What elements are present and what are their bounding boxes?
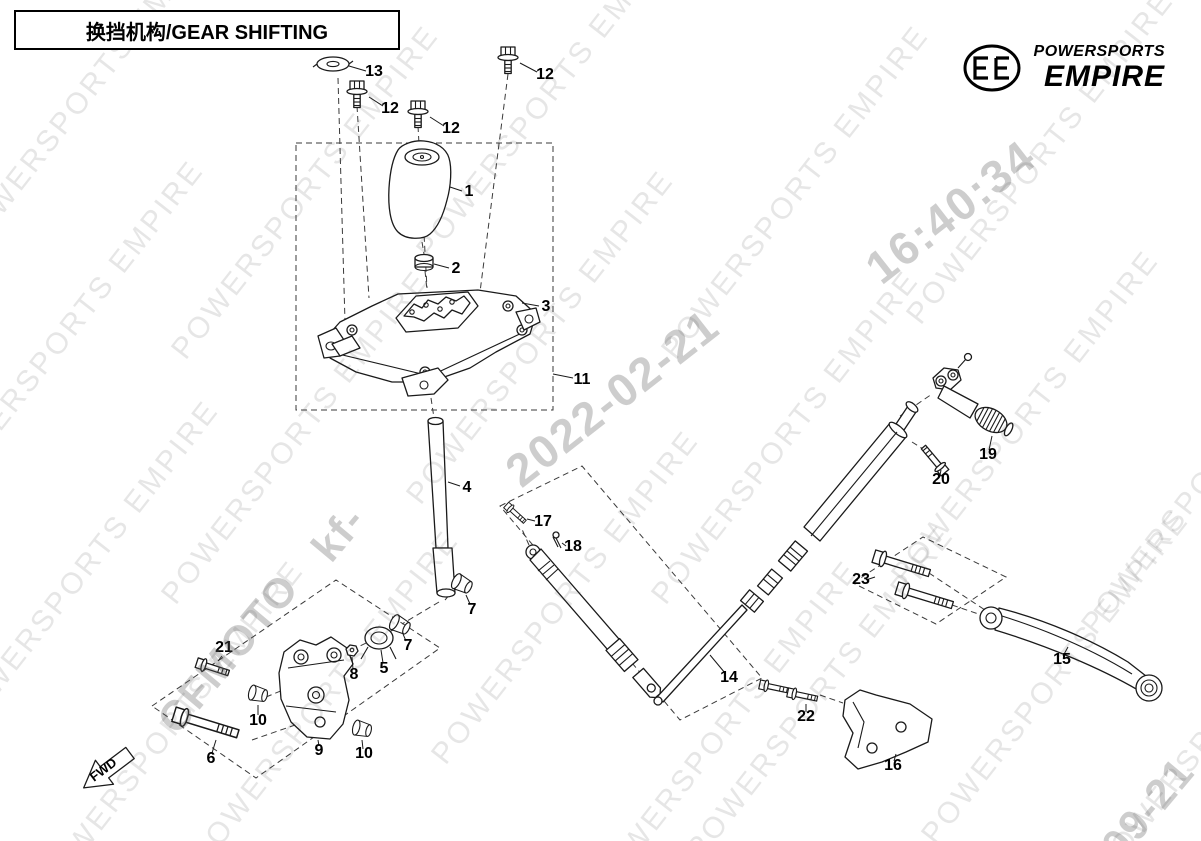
part-5-spring bbox=[360, 626, 397, 660]
callout-label: 23 bbox=[852, 571, 870, 588]
part-9-pivot-bracket bbox=[278, 636, 354, 740]
brand-text: POWERSPORTS EMPIRE bbox=[1034, 44, 1165, 92]
part-1-shift-knob bbox=[388, 140, 452, 239]
leader-lines bbox=[211, 62, 1069, 762]
callout-label: 22 bbox=[797, 708, 815, 725]
callout-label: 13 bbox=[365, 63, 383, 80]
callout-label: 16 bbox=[884, 757, 902, 774]
construction-lines bbox=[151, 73, 1008, 779]
part-8-nut bbox=[345, 644, 359, 657]
callout-label: 7 bbox=[404, 637, 413, 654]
callout-label: 18 bbox=[564, 538, 582, 555]
callout-label: 20 bbox=[932, 471, 950, 488]
callout-label: 9 bbox=[315, 742, 324, 759]
brand-logo: POWERSPORTS EMPIRE bbox=[960, 40, 1165, 96]
part-13-washer-plate bbox=[312, 56, 354, 72]
part-22-bolts bbox=[757, 678, 819, 705]
part-shift-rod bbox=[525, 544, 662, 699]
callout-label: 1 bbox=[465, 183, 474, 200]
part-19-shift-arm bbox=[932, 352, 1014, 437]
callout-label: 6 bbox=[207, 750, 216, 767]
callout-label: 10 bbox=[355, 745, 373, 762]
part-7-bushings bbox=[386, 571, 476, 638]
callout-label: 15 bbox=[1053, 651, 1071, 668]
callout-label: 2 bbox=[452, 260, 461, 277]
brand-line1: POWERSPORTS bbox=[1033, 43, 1165, 60]
part-6-long-bolt bbox=[170, 704, 242, 744]
callout-label: 11 bbox=[574, 371, 591, 388]
fwd-direction-arrow: FWD bbox=[83, 746, 135, 789]
page-title: 换挡机构/GEAR SHIFTING bbox=[85, 21, 329, 44]
part-18-pin bbox=[552, 531, 562, 549]
brand-line2: EMPIRE bbox=[1043, 60, 1165, 93]
part-2-nut bbox=[414, 253, 434, 272]
callout-label: 7 bbox=[468, 601, 477, 618]
callout-label: 4 bbox=[463, 479, 472, 496]
callout-label: 19 bbox=[979, 446, 997, 463]
title-box: 换挡机构/GEAR SHIFTING bbox=[14, 10, 400, 50]
part-15-pedal-arm bbox=[979, 606, 1163, 702]
part-14-gearshift-linkage-rod bbox=[653, 401, 919, 706]
callout-labels: 13 12 12 12 1 2 3 11 4 17 18 7 7 5 8 21 … bbox=[207, 63, 1071, 774]
callout-label: 3 bbox=[542, 298, 551, 315]
callout-label: 8 bbox=[350, 666, 359, 683]
callout-label: 17 bbox=[534, 513, 552, 530]
part-21-bolt bbox=[194, 655, 232, 680]
callout-label: 21 bbox=[215, 639, 233, 656]
powersports-empire-logo-icon bbox=[963, 44, 1021, 92]
callout-label: 12 bbox=[381, 100, 399, 117]
part-23-bolts bbox=[870, 547, 956, 614]
part-12-flange-bolts bbox=[346, 46, 519, 129]
part-16-bracket bbox=[842, 689, 933, 770]
callout-label: 14 bbox=[720, 669, 738, 686]
callout-label: 5 bbox=[380, 660, 389, 677]
part-4-shift-lever-shaft bbox=[427, 416, 456, 598]
callout-label: 12 bbox=[536, 66, 554, 83]
callout-label: 10 bbox=[249, 712, 267, 729]
part-3-cover-plate bbox=[317, 289, 541, 397]
callout-label: 12 bbox=[442, 120, 460, 137]
